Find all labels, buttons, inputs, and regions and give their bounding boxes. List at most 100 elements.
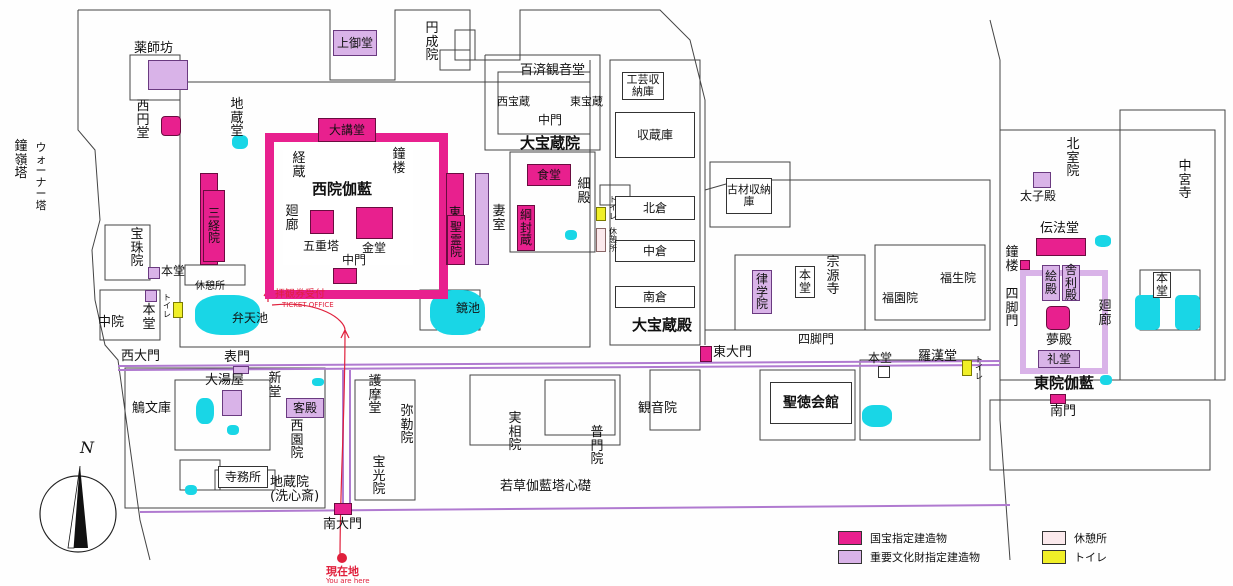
jogodo[interactable]: 上御堂 (333, 30, 377, 56)
sankyoin[interactable]: 三経院 (203, 190, 225, 262)
kozai[interactable]: 古材収納庫 (726, 178, 772, 214)
higashiomon-label: 東大門 (713, 345, 753, 360)
toilet-treasure-label: トイレ (609, 195, 617, 221)
minamikura[interactable]: 南倉 (615, 286, 695, 308)
taishiden-label: 太子殿 (1020, 189, 1057, 203)
ritsugakuin[interactable]: 律学院 (752, 270, 772, 314)
taishiden[interactable] (1033, 172, 1051, 188)
chumon[interactable] (333, 268, 357, 284)
treasure-chumon-label: 中門 (538, 113, 563, 127)
kogei[interactable]: 工芸収納庫 (622, 72, 664, 100)
kyukeijo-treasure-label: 休憩所 (609, 227, 617, 253)
legend-toilet: トイレ (1042, 550, 1107, 564)
rakando-label: 羅漢堂 (918, 349, 958, 364)
hondo-middle2[interactable] (878, 366, 890, 378)
you-are-here-icon (337, 553, 347, 563)
yumedono[interactable] (1046, 306, 1070, 330)
toilet-west-label: トイレ (163, 293, 171, 319)
kofuzo[interactable]: 綱封蔵 (517, 205, 535, 251)
shoryoin[interactable]: 聖霊院 (447, 215, 465, 265)
warner-label: ウォーナー塔 (35, 141, 47, 212)
tsumamuro-building[interactable] (475, 173, 489, 265)
hondo-chuguji[interactable]: 本堂 (1153, 272, 1171, 298)
jikido[interactable]: 食堂 (527, 164, 571, 186)
nishiomon-label: 西大門 (121, 349, 161, 364)
jizodo-label: 地蔵堂 (230, 97, 244, 140)
shuzoko[interactable]: 収蔵庫 (615, 112, 695, 158)
hondo-middle[interactable]: 本堂 (795, 266, 815, 298)
toilet-west[interactable] (173, 302, 183, 318)
raido[interactable]: 礼堂 (1038, 350, 1080, 368)
nakakura[interactable]: 中倉 (615, 240, 695, 262)
jizoin-label: 地蔵院 (270, 475, 310, 490)
nandaimon-label: 南大門 (323, 517, 363, 532)
legend-swatch-rest (1042, 531, 1066, 545)
pond-east2 (1100, 375, 1112, 385)
nanmon-east-label: 南門 (1050, 404, 1077, 419)
pond-south4 (312, 378, 324, 386)
kyukeijo-treasure[interactable] (596, 228, 606, 252)
pond-ne (565, 230, 577, 240)
wakakusa-label: 若草伽藍塔心礎 (500, 479, 592, 494)
hondo-west-label: 本堂 (161, 264, 186, 278)
benten-pond (195, 295, 260, 335)
daikodo[interactable]: 大講堂 (318, 118, 376, 142)
kannonin-label: 観音院 (638, 401, 678, 416)
hondo-chuin[interactable] (145, 290, 157, 302)
eden[interactable]: 絵殿 (1042, 265, 1060, 301)
gojunoto[interactable] (310, 210, 334, 234)
pond-south1 (196, 398, 214, 424)
hondo-west[interactable] (148, 267, 160, 279)
ticket-office-ja[interactable]: 拝観券受付 (275, 289, 325, 300)
jimusho[interactable]: 寺務所 (218, 466, 268, 488)
you-are-here-en: You are here (326, 577, 370, 585)
sogenji-label: 宗源寺 (826, 255, 840, 298)
pond-south2 (227, 425, 239, 435)
eastern-precinct-title: 東院伽藍 (1034, 374, 1095, 392)
shotoku-kaikan[interactable]: 聖徳会館 (770, 382, 852, 424)
toilet-treasure[interactable] (596, 207, 606, 221)
higashiomon[interactable] (700, 346, 712, 362)
oyuya-label: 大湯屋 (205, 373, 245, 388)
tsumamuro-label: 妻室 (492, 204, 506, 233)
yumedono-label: 夢殿 (1046, 333, 1073, 348)
hondo-chuin-label: 本堂 (142, 303, 156, 332)
kitakura[interactable]: 北倉 (615, 196, 695, 220)
nanmon-east[interactable] (1050, 394, 1066, 404)
oyuya[interactable] (222, 390, 242, 416)
shoro-label: 鐘楼 (392, 147, 406, 176)
shikyakumon-label: 四脚門 (798, 332, 835, 346)
yakushibo-label: 薬師坊 (134, 41, 174, 56)
legend-national-treasure: 国宝指定建造物 (838, 531, 947, 545)
shoreito-label: 鐘嶺塔 (14, 139, 28, 182)
yakushibo[interactable] (148, 60, 188, 90)
saiendo[interactable] (161, 116, 181, 136)
pond-east1 (1095, 235, 1111, 247)
compass-north-icon (30, 458, 126, 554)
western-precinct-title: 西院伽藍 (312, 180, 373, 198)
ticket-office-en[interactable]: TICKET OFFICE (282, 301, 334, 309)
shoro-east[interactable] (1020, 260, 1030, 270)
kyakuden[interactable]: 客殿 (286, 398, 324, 418)
nandaimon[interactable] (334, 503, 352, 515)
kondo[interactable] (356, 207, 393, 239)
omotemon[interactable] (233, 366, 249, 374)
legend-swatch-toilet (1042, 550, 1066, 564)
kairo-label: 廻廊 (285, 204, 299, 233)
pond-west (232, 135, 248, 149)
higashihozo-label: 東宝蔵 (570, 95, 603, 108)
shariden[interactable]: 舎利殿 (1062, 264, 1080, 302)
fukuonin-label: 福園院 (882, 291, 919, 305)
legend-important-cultural: 重要文化財指定建造物 (838, 550, 980, 564)
kyukeijo-west-label: 休憩所 (195, 281, 225, 292)
legend-toilet-label: トイレ (1074, 551, 1107, 564)
chumon-label: 中門 (342, 253, 367, 267)
denpodo-label: 伝法堂 (1040, 221, 1080, 236)
kyozo-label: 経蔵 (292, 151, 306, 180)
kairo-east-label: 廻廊 (1098, 299, 1112, 328)
fumonin-label: 普門院 (590, 425, 604, 468)
chuguji-label: 中宮寺 (1178, 159, 1192, 202)
toilet-middle[interactable] (962, 360, 972, 376)
denpodo[interactable] (1036, 238, 1086, 256)
